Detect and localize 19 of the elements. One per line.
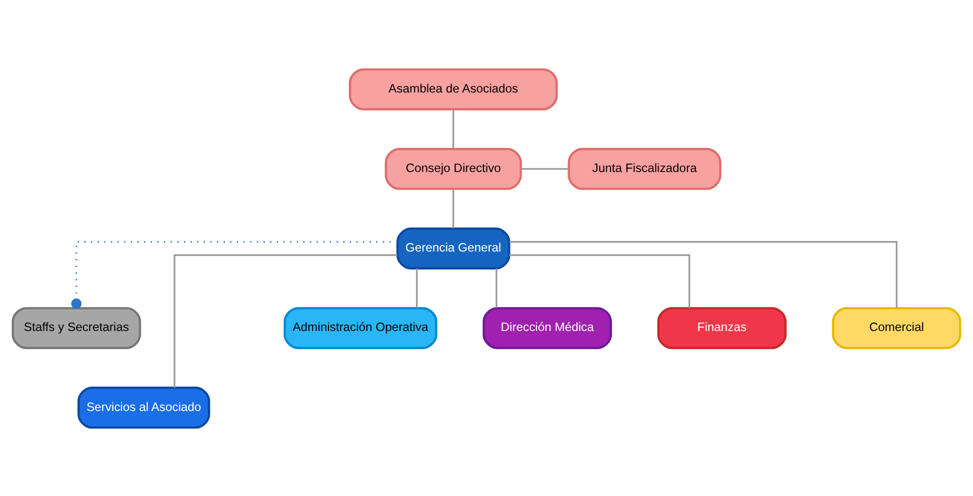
connector (521, 168, 569, 170)
connector (416, 268, 418, 308)
connector (71, 240, 398, 308)
node-box: Asamblea de Asociados (348, 68, 558, 110)
connector (174, 254, 398, 388)
node-box: Comercial (832, 306, 962, 349)
node-box: Junta Fiscalizadora (568, 147, 722, 190)
node-box: Administración Operativa (284, 306, 438, 349)
connector (452, 108, 454, 148)
node-box: Staffs y Secretarias (12, 306, 142, 349)
connector (496, 268, 498, 308)
node-box: Servicios al Asociado (78, 386, 210, 428)
connector (452, 188, 454, 228)
connector (509, 254, 690, 308)
node-box: Consejo Directivo (384, 147, 522, 190)
node-box: Finanzas (657, 306, 787, 349)
node-box: Gerencia General (396, 227, 510, 269)
node-box: Dirección Médica (482, 306, 612, 349)
connector (509, 240, 898, 308)
